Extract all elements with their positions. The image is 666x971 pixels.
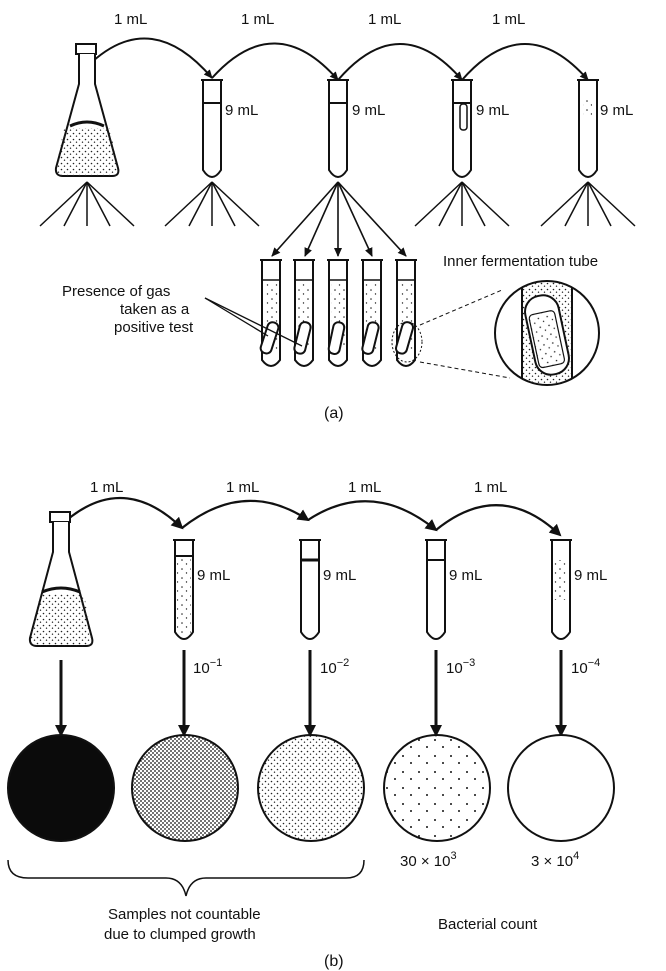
transfer-label: 1 mL bbox=[348, 479, 381, 496]
tube-volume-label: 9 mL bbox=[449, 567, 482, 584]
distribution-arrows bbox=[272, 182, 406, 256]
tube-volume-label: 9 mL bbox=[476, 102, 509, 119]
fermentation-tube-icon bbox=[293, 260, 315, 366]
panel-b: 1 mL 1 mL 1 mL 1 mL bbox=[8, 479, 614, 970]
dilution-label: 10−4 bbox=[571, 657, 600, 677]
transfer-arcs-b bbox=[58, 498, 560, 535]
tube-volume-label: 9 mL bbox=[574, 567, 607, 584]
tube-icon bbox=[299, 540, 321, 639]
fermentation-tube-icon bbox=[259, 260, 282, 366]
panel-a-caption: (a) bbox=[324, 405, 344, 422]
transfer-label: 1 mL bbox=[114, 11, 147, 28]
annotation-pointers bbox=[205, 298, 302, 346]
transfer-label: 1 mL bbox=[368, 11, 401, 28]
transfer-arcs-a bbox=[92, 38, 588, 80]
transfer-label: 1 mL bbox=[226, 479, 259, 496]
brace bbox=[8, 860, 364, 896]
flask-icon bbox=[30, 512, 93, 646]
count-label: 3 × 104 bbox=[531, 850, 579, 870]
tube-volume-label: 9 mL bbox=[352, 102, 385, 119]
transfer-arc bbox=[212, 43, 338, 80]
fermentation-tube-icon bbox=[392, 260, 422, 366]
inner-tube-annotation: Inner fermentation tube bbox=[443, 253, 598, 270]
tube-icon bbox=[577, 80, 599, 177]
tube-icon bbox=[550, 540, 572, 639]
transfer-arc bbox=[308, 501, 436, 530]
bacterial-count-label: Bacterial count bbox=[438, 916, 538, 933]
dilution-label: 10−2 bbox=[320, 657, 349, 677]
magnifier-lens bbox=[495, 270, 599, 405]
dilution-label: 10−1 bbox=[193, 657, 222, 677]
not-countable-line: due to clumped growth bbox=[104, 926, 256, 943]
tube-volume-label: 9 mL bbox=[600, 102, 633, 119]
transfer-arc bbox=[338, 44, 462, 80]
transfer-arc bbox=[182, 501, 308, 528]
transfer-label: 1 mL bbox=[474, 479, 507, 496]
tube-volume-label: 9 mL bbox=[323, 567, 356, 584]
agar-plate-moderate bbox=[258, 735, 364, 841]
transfer-arc bbox=[58, 498, 182, 528]
transfer-label: 1 mL bbox=[492, 11, 525, 28]
tube-icon bbox=[173, 540, 195, 639]
tube-icon bbox=[201, 80, 223, 177]
fermentation-tube-icon bbox=[327, 260, 349, 366]
transfer-arc bbox=[92, 38, 212, 78]
tube-icon bbox=[327, 80, 349, 177]
transfer-arc bbox=[462, 44, 588, 80]
agar-plate-dense bbox=[132, 735, 238, 841]
tube-icon bbox=[425, 540, 447, 639]
gas-annotation-line: positive test bbox=[114, 319, 194, 336]
not-countable-line: Samples not countable bbox=[108, 906, 261, 923]
fermentation-tube-icon bbox=[361, 260, 383, 366]
dilution-label: 10−3 bbox=[446, 657, 475, 677]
tube-icon bbox=[451, 80, 473, 177]
panel-a: 1 mL 1 mL 1 mL 1 mL bbox=[40, 11, 635, 422]
flask-icon bbox=[56, 44, 119, 176]
transfer-label: 1 mL bbox=[90, 479, 123, 496]
count-label: 30 × 103 bbox=[400, 850, 457, 870]
agar-plate-empty bbox=[508, 735, 614, 841]
gas-annotation-line: Presence of gas bbox=[62, 283, 170, 300]
plating-arrows bbox=[61, 650, 561, 735]
tube-volume-label: 9 mL bbox=[225, 102, 258, 119]
tube-volume-label: 9 mL bbox=[197, 567, 230, 584]
panel-b-caption: (b) bbox=[324, 953, 344, 970]
transfer-arc bbox=[436, 505, 560, 535]
transfer-label: 1 mL bbox=[241, 11, 274, 28]
gas-annotation-line: taken as a bbox=[120, 301, 190, 318]
agar-plate-confluent bbox=[8, 735, 114, 841]
agar-plate-sparse bbox=[384, 735, 490, 841]
